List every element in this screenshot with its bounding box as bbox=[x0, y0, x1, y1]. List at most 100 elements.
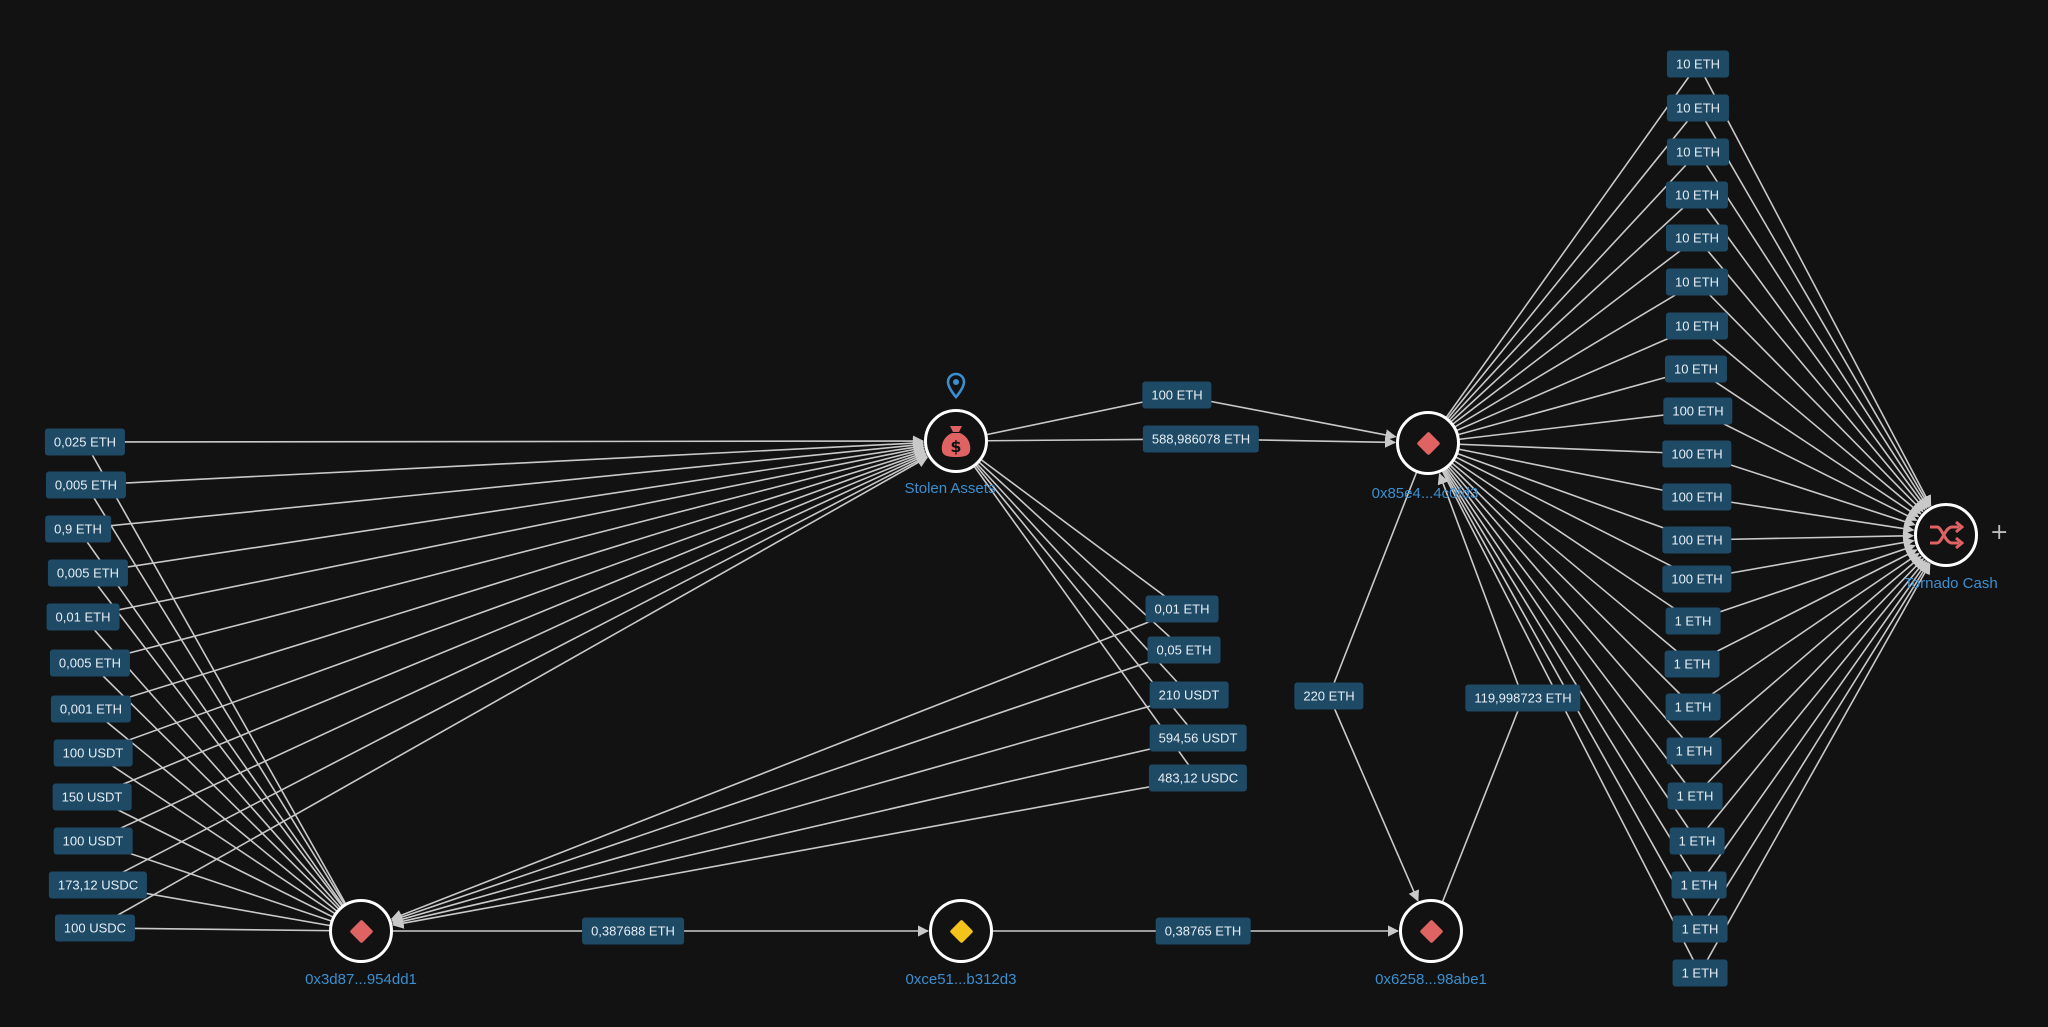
edge-label-left[interactable]: 150 USDT bbox=[52, 783, 132, 811]
edge-line bbox=[1437, 472, 1524, 699]
edge-line bbox=[1692, 552, 1920, 708]
edge-label-right[interactable]: 1 ETH bbox=[1667, 782, 1723, 810]
edge-label-right[interactable]: 1 ETH bbox=[1671, 871, 1727, 899]
edge-line bbox=[1697, 63, 1932, 507]
edge-label-center[interactable]: 0,05 ETH bbox=[1147, 636, 1221, 664]
edge-label-right[interactable]: 1 ETH bbox=[1665, 607, 1721, 635]
edge-line bbox=[1427, 281, 1698, 444]
edge-label-left[interactable]: 100 USDT bbox=[53, 739, 133, 767]
edge-label-top[interactable]: 100 ETH bbox=[1142, 381, 1212, 409]
edge-label-right[interactable]: 100 ETH bbox=[1662, 483, 1732, 511]
edge-line bbox=[1427, 442, 1698, 541]
edge-line bbox=[1696, 237, 1926, 511]
edge-label-left[interactable]: 0,005 ETH bbox=[49, 649, 131, 677]
edge-label-bottom[interactable]: 0,38765 ETH bbox=[1155, 917, 1251, 945]
node-0xce51[interactable] bbox=[929, 899, 993, 963]
edge-line bbox=[94, 456, 929, 929]
edge-line bbox=[89, 662, 362, 932]
edge-label-left[interactable]: 0,005 ETH bbox=[45, 471, 127, 499]
edge-label-right[interactable]: 10 ETH bbox=[1665, 181, 1729, 209]
node-label-0x3d87: 0x3d87...954dd1 bbox=[305, 971, 417, 988]
edge-line bbox=[1696, 194, 1928, 510]
node-0x6258[interactable] bbox=[1399, 899, 1463, 963]
node-0x85e4[interactable] bbox=[1396, 411, 1460, 475]
location-pin-icon[interactable] bbox=[945, 372, 967, 400]
edge-line bbox=[1692, 543, 1916, 622]
edge-label-mid[interactable]: 119,998723 ETH bbox=[1465, 684, 1581, 712]
edge-line bbox=[1328, 442, 1429, 697]
edge-label-center[interactable]: 210 USDT bbox=[1149, 681, 1229, 709]
edge-label-right[interactable]: 1 ETH bbox=[1669, 827, 1725, 855]
edge-label-mid[interactable]: 220 ETH bbox=[1294, 682, 1364, 710]
edge-label-left[interactable]: 0,01 ETH bbox=[46, 603, 120, 631]
edge-line bbox=[392, 737, 1199, 927]
edge-label-right[interactable]: 10 ETH bbox=[1665, 312, 1729, 340]
edge-line bbox=[1427, 442, 1694, 622]
edge-label-left[interactable]: 100 USDT bbox=[53, 827, 133, 855]
edge-line bbox=[1427, 107, 1699, 444]
edge-line bbox=[1695, 368, 1920, 518]
edge-label-top[interactable]: 588,986078 ETH bbox=[1142, 425, 1260, 453]
edge-line bbox=[77, 439, 925, 530]
edge-label-left[interactable]: 0,9 ETH bbox=[45, 515, 111, 543]
edge-label-left[interactable]: 0,001 ETH bbox=[50, 695, 132, 723]
edge-label-center[interactable]: 594,56 USDT bbox=[1149, 724, 1247, 752]
edge-line bbox=[91, 796, 362, 932]
edge-label-right[interactable]: 10 ETH bbox=[1666, 50, 1730, 78]
edge-line bbox=[1427, 368, 1697, 444]
edge-line bbox=[1427, 194, 1698, 444]
edge-label-right[interactable]: 1 ETH bbox=[1666, 737, 1722, 765]
edge-line bbox=[77, 528, 362, 932]
edge-line bbox=[1427, 442, 1698, 842]
edge-label-center[interactable]: 0,01 ETH bbox=[1145, 595, 1219, 623]
edge-label-right[interactable]: 1 ETH bbox=[1672, 959, 1728, 987]
edge-line bbox=[82, 444, 925, 618]
node-tornado-cash[interactable] bbox=[1914, 503, 1978, 567]
edge-line bbox=[94, 927, 362, 932]
edge-line bbox=[1699, 562, 1930, 930]
edge-label-right[interactable]: 100 ETH bbox=[1663, 397, 1733, 425]
edge-line bbox=[391, 694, 1190, 925]
edge-label-right[interactable]: 1 ETH bbox=[1665, 693, 1721, 721]
edge-label-right[interactable]: 1 ETH bbox=[1664, 650, 1720, 678]
edge-label-left[interactable]: 173,12 USDC bbox=[48, 871, 148, 899]
edge-label-right[interactable]: 100 ETH bbox=[1662, 440, 1732, 468]
edge-label-center[interactable]: 483,12 USDC bbox=[1148, 764, 1248, 792]
diamond-icon bbox=[1415, 430, 1441, 456]
edge-label-bottom[interactable]: 0,387688 ETH bbox=[582, 917, 684, 945]
node-label-0xce51: 0xce51...b312d3 bbox=[905, 971, 1017, 988]
edge-line bbox=[1427, 410, 1699, 444]
edge-line bbox=[1694, 557, 1924, 797]
edge-label-right[interactable]: 10 ETH bbox=[1665, 224, 1729, 252]
edge-label-right[interactable]: 100 ETH bbox=[1662, 526, 1732, 554]
edge-label-left[interactable]: 0,005 ETH bbox=[47, 559, 129, 587]
edge-line bbox=[392, 777, 1199, 929]
diamond-icon bbox=[948, 918, 974, 944]
edge-line bbox=[89, 446, 926, 664]
edge-line bbox=[1427, 325, 1698, 444]
edge-line bbox=[1693, 555, 1922, 752]
node-label-0x6258: 0x6258...98abe1 bbox=[1375, 971, 1487, 988]
edge-line bbox=[1697, 107, 1931, 508]
node-0x3d87[interactable] bbox=[329, 899, 393, 963]
edge-label-right[interactable]: 10 ETH bbox=[1666, 138, 1730, 166]
expand-plus-button[interactable]: + bbox=[1990, 520, 2009, 545]
edge-line bbox=[1427, 442, 1698, 455]
edge-line bbox=[955, 394, 1178, 442]
edge-label-right[interactable]: 1 ETH bbox=[1672, 915, 1728, 943]
edge-label-right[interactable]: 10 ETH bbox=[1664, 355, 1728, 383]
edge-label-left[interactable]: 0,025 ETH bbox=[44, 428, 126, 456]
edge-line bbox=[1176, 394, 1397, 441]
edge-label-left[interactable]: 100 USDC bbox=[54, 914, 136, 942]
edge-line bbox=[1427, 151, 1699, 444]
node-stolen-assets[interactable]: $ bbox=[924, 409, 988, 473]
edge-label-right[interactable]: 100 ETH bbox=[1662, 565, 1732, 593]
edge-label-right[interactable]: 10 ETH bbox=[1666, 94, 1730, 122]
edge-line bbox=[92, 450, 927, 754]
edge-line bbox=[87, 572, 362, 932]
edge-line bbox=[85, 437, 925, 486]
node-label-0x85e4: 0x85e4...4c0fd3 bbox=[1371, 485, 1479, 502]
edge-label-right[interactable]: 10 ETH bbox=[1665, 268, 1729, 296]
